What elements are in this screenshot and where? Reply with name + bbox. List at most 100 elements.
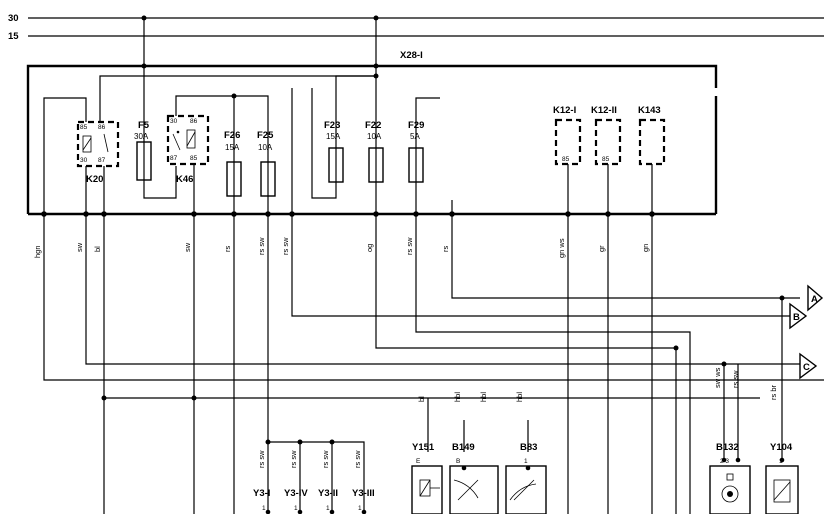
svg-text:C: C (803, 362, 810, 373)
svg-text:rs sw: rs sw (353, 450, 362, 468)
harness-wires (43, 214, 824, 514)
svg-text:B132: B132 (716, 442, 739, 453)
wire-label: rs sw (281, 237, 290, 255)
svg-text:A: A (811, 294, 818, 305)
svg-text:Y3-I: Y3-I (253, 488, 270, 499)
k46-contact (176, 130, 180, 134)
fuse-f25-label: F25 (257, 130, 274, 141)
svg-text:1: 1 (326, 505, 330, 512)
svg-text:Y3-IV: Y3-IV (284, 488, 308, 499)
fuse-f5-rating: 30A (134, 132, 149, 141)
component-y104: Y104 1 (765, 442, 799, 514)
k20-coil-feed (43, 97, 87, 214)
svg-text:Y3-II: Y3-II (318, 488, 338, 499)
svg-text:rs sw: rs sw (321, 450, 330, 468)
connector-k12-i-label: K12-I (553, 105, 576, 116)
rail-15-label: 15 (8, 31, 19, 42)
fuse-f22-rating: 10A (367, 132, 382, 141)
wire-label: rs (223, 246, 232, 252)
svg-text:Y104: Y104 (770, 442, 793, 453)
component-b83: B83 1 (505, 442, 547, 514)
injector-y3-i: rs sw Y3-I 1 (253, 450, 270, 514)
junction (141, 15, 147, 21)
k20-pin-87: 87 (98, 157, 106, 164)
injector-y3-iii: rs sw Y3-III 1 (352, 450, 375, 514)
wire-label: rs sw (257, 237, 266, 255)
feed-f23 (335, 75, 376, 148)
k20-pin-85: 85 (80, 124, 88, 131)
wire-label: gn ws (557, 238, 566, 258)
relay-k20-label: K20 (86, 174, 103, 185)
component-y151: Y151 E (411, 442, 443, 514)
k20-coil-icon (82, 135, 92, 153)
f5-to-k46 (143, 166, 177, 199)
svg-text:B149: B149 (452, 442, 475, 453)
wire-label: sw (75, 242, 84, 252)
f29-feed (415, 97, 440, 148)
fuse-f22-label: F22 (365, 120, 381, 131)
wire-label: bl (93, 246, 102, 252)
component-b132: B132 2 3 (709, 442, 751, 514)
wire-label: sw ws (713, 367, 722, 388)
connector-k12-ii-pin: 85 (602, 156, 610, 163)
module-x28-label: X28-I (400, 50, 423, 61)
k46-pin-86: 86 (190, 118, 198, 125)
junction (373, 15, 379, 21)
k20-coil-slash (82, 137, 92, 151)
connector-k12-i-pin: 85 (562, 156, 570, 163)
wire-label: rs sw (405, 237, 414, 255)
off-page-connector-a: A (807, 284, 824, 312)
fuse-f29-label: F29 (408, 120, 424, 131)
rail-30-label: 30 (8, 13, 19, 24)
svg-text:rs sw: rs sw (289, 450, 298, 468)
wire-label: gn (641, 244, 650, 252)
svg-text:B: B (793, 312, 800, 323)
k46-pin-30: 30 (170, 118, 178, 125)
injector-y3-ii: rs sw Y3-II 1 (318, 450, 338, 514)
wire-label: hgn (33, 245, 42, 258)
wire-label: rs (441, 246, 450, 252)
k20-switch-icon (103, 133, 109, 153)
k46-top-feed (175, 95, 269, 162)
relay-k46-label: K46 (176, 174, 193, 185)
wire-label: rs sw (731, 370, 740, 388)
connector-k12-ii-label: K12-II (591, 105, 617, 116)
wire-label: gr (597, 245, 606, 252)
fuse-f23-rating: 15A (326, 132, 341, 141)
off-page-connector-c: C (799, 352, 818, 380)
fuse-f26-rating: 15A (225, 143, 240, 152)
fuse-f25-rating: 10A (258, 143, 273, 152)
off-page-connector-b: B (789, 302, 808, 330)
fuse-f5-label: F5 (138, 120, 150, 131)
relay-k46 (166, 114, 210, 166)
svg-text:E: E (416, 458, 421, 465)
connector-k143-label: K143 (638, 105, 661, 116)
wire-label: rs br (769, 384, 778, 400)
svg-text:Y151: Y151 (412, 442, 435, 453)
svg-text:1: 1 (294, 505, 298, 512)
svg-text:B83: B83 (520, 442, 537, 453)
connector-k143 (638, 118, 666, 166)
junction (373, 63, 379, 69)
wire-label: hbl (479, 392, 488, 402)
k20-pin-30: 30 (80, 157, 88, 164)
svg-text:1: 1 (358, 505, 362, 512)
module-x28-outline (26, 64, 718, 214)
k46-coil-icon (186, 129, 196, 149)
k46-coil-slash (186, 131, 196, 147)
f23-out (311, 88, 337, 199)
fuse-f29-rating: 5A (410, 132, 420, 141)
svg-text:1: 1 (524, 458, 528, 465)
k20-pin-86: 86 (98, 124, 106, 131)
fuse-f26-label: F26 (224, 130, 240, 141)
relay-k20 (76, 120, 120, 168)
wire-label: og (365, 244, 374, 252)
svg-text:1: 1 (262, 505, 266, 512)
wire-color-labels: hgn sw bl sw rs rs sw rs sw og rs sw rs … (33, 237, 778, 402)
k46-switch-icon (172, 133, 181, 151)
svg-text:rs sw: rs sw (257, 450, 266, 468)
wire-label: hbl (453, 392, 462, 402)
svg-text:B: B (456, 458, 460, 465)
wire-label: hbl (515, 392, 524, 402)
